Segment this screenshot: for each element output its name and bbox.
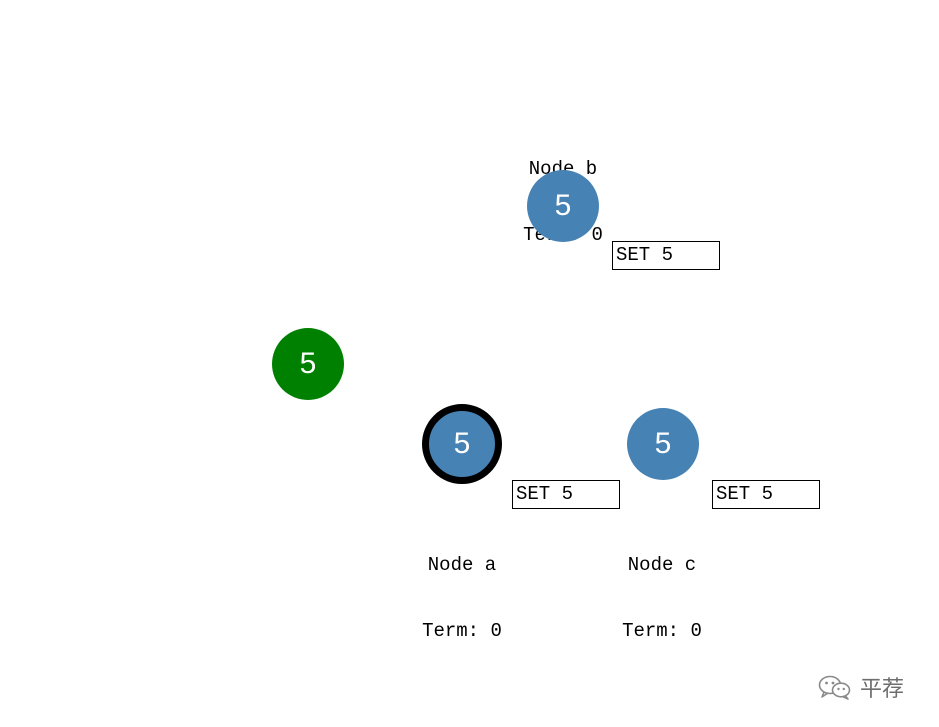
node-b-value: 5 [554,189,572,222]
node-c-log-entry: SET 5 [712,480,820,509]
node-c-name: Node c [627,554,697,576]
node-a-label: Node a Term: 0 [382,510,542,686]
node-c-label: Node c Term: 0 [582,510,742,686]
node-c-circle[interactable]: 5 [627,408,699,480]
node-c-term: Term: 0 [622,620,702,642]
client-circle[interactable]: 5 [272,328,344,400]
node-a-term: Term: 0 [422,620,502,642]
wechat-icon [818,675,851,700]
client-value: 5 [299,347,317,380]
node-b-circle[interactable]: 5 [527,170,599,242]
node-a-name: Node a [427,554,497,576]
watermark: 平荐 [818,672,904,702]
node-b-log-entry: SET 5 [612,241,720,270]
node-c-value: 5 [654,427,672,460]
node-a-circle[interactable]: 5 [422,404,502,484]
node-a-value: 5 [453,427,471,460]
watermark-text: 平荐 [860,677,905,702]
node-a-log-entry: SET 5 [512,480,620,509]
